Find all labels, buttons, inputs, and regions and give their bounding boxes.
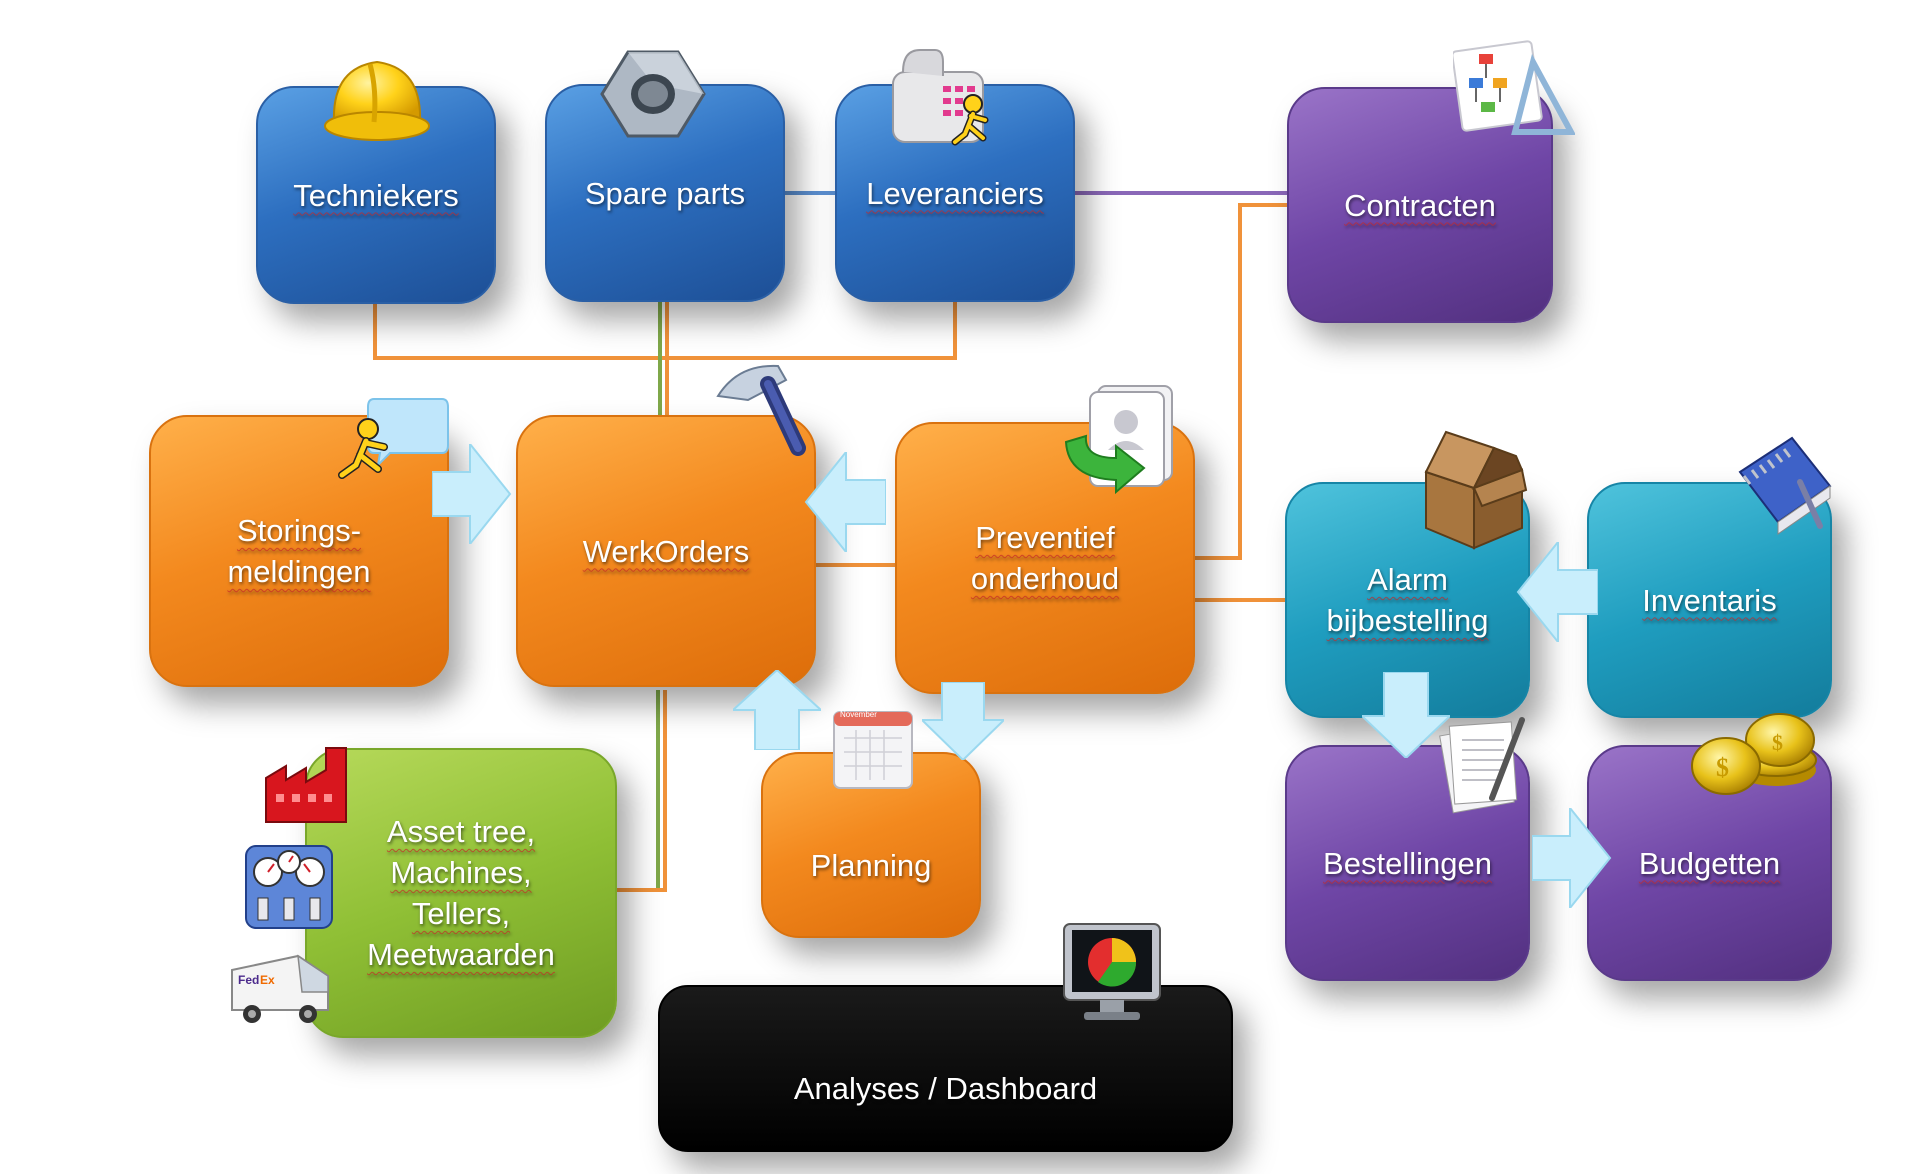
arrow-right-storing-werkorders	[432, 444, 512, 544]
svg-text:Fed: Fed	[238, 973, 259, 987]
contracten-box[interactable]: Contracten	[1287, 87, 1553, 323]
techniekers-label: Techniekers	[293, 177, 459, 213]
refresh-document-icon	[1064, 385, 1173, 495]
inventaris-label: Inventaris	[1642, 582, 1777, 618]
asset-tree-box[interactable]: Asset tree, Machines, Tellers, Meetwaard…	[305, 748, 617, 1038]
arrow-left-inventaris-alarm	[1516, 542, 1598, 642]
calendar-month-label: November	[840, 710, 877, 719]
svg-text:Ex: Ex	[260, 973, 275, 987]
flowchart-icon	[1453, 40, 1575, 135]
cardboard-box-icon	[1424, 430, 1528, 550]
contracten-label: Contracten	[1344, 187, 1496, 223]
arrow-up-planning-werkorders	[733, 670, 821, 750]
arrow-down-preventief-planning	[922, 682, 1004, 760]
preventief-onderhoud-box[interactable]: Preventief onderhoud	[895, 422, 1195, 694]
chat-message-icon	[338, 398, 449, 479]
svg-text:$: $	[1772, 730, 1783, 755]
arrow-down-alarm-bestellingen	[1362, 672, 1450, 758]
notebook-icon	[1738, 436, 1832, 535]
werkorders-box[interactable]: WerkOrders	[516, 415, 816, 687]
delivery-van-icon: Fed Ex	[231, 954, 329, 1023]
connector-contracten-preventief	[1190, 203, 1290, 560]
arrow-left-preventief-werkorders	[804, 452, 886, 552]
gauges-icon	[245, 845, 333, 929]
calendar-icon	[833, 711, 913, 789]
preventief-onderhoud-label: Preventief onderhoud	[970, 520, 1120, 596]
monitor-pie-chart-icon	[1063, 923, 1161, 1020]
leveranciers-label: Leveranciers	[866, 175, 1044, 211]
asset-tree-label: Asset tree, Machines, Tellers, Meetwaard…	[367, 814, 555, 972]
phone-icon	[892, 49, 989, 146]
bestellingen-label: Bestellingen	[1323, 845, 1492, 881]
hex-nut-icon	[600, 50, 706, 138]
hammer-icon	[716, 364, 806, 456]
connector-werkorders-asset-green	[615, 690, 660, 892]
gold-coins-icon: $ $	[1691, 713, 1817, 795]
arrow-right-bestellingen-budgetten	[1532, 808, 1612, 908]
connector-werkorders-asset-orange	[615, 690, 667, 892]
spare-parts-label: Spare parts	[584, 175, 746, 211]
storingsmeldingen-box[interactable]: Storings- meldingen	[149, 415, 449, 687]
storingsmeldingen-label: Storings- meldingen	[227, 513, 371, 589]
connector-techniekers	[373, 300, 957, 360]
factory-icon	[265, 747, 347, 823]
budgetten-label: Budgetten	[1638, 845, 1781, 881]
analyses-dashboard-label: Analyses / Dashboard	[793, 1071, 1098, 1106]
spare-parts-box[interactable]: Spare parts	[545, 84, 785, 302]
planning-label: Planning	[810, 847, 932, 883]
werkorders-label: WerkOrders	[582, 533, 750, 569]
document-pen-icon	[1439, 717, 1525, 814]
alarm-bijbestelling-label: Alarm bijbestelling	[1326, 562, 1489, 638]
hard-hat-icon	[324, 60, 430, 141]
svg-text:$: $	[1716, 753, 1729, 782]
